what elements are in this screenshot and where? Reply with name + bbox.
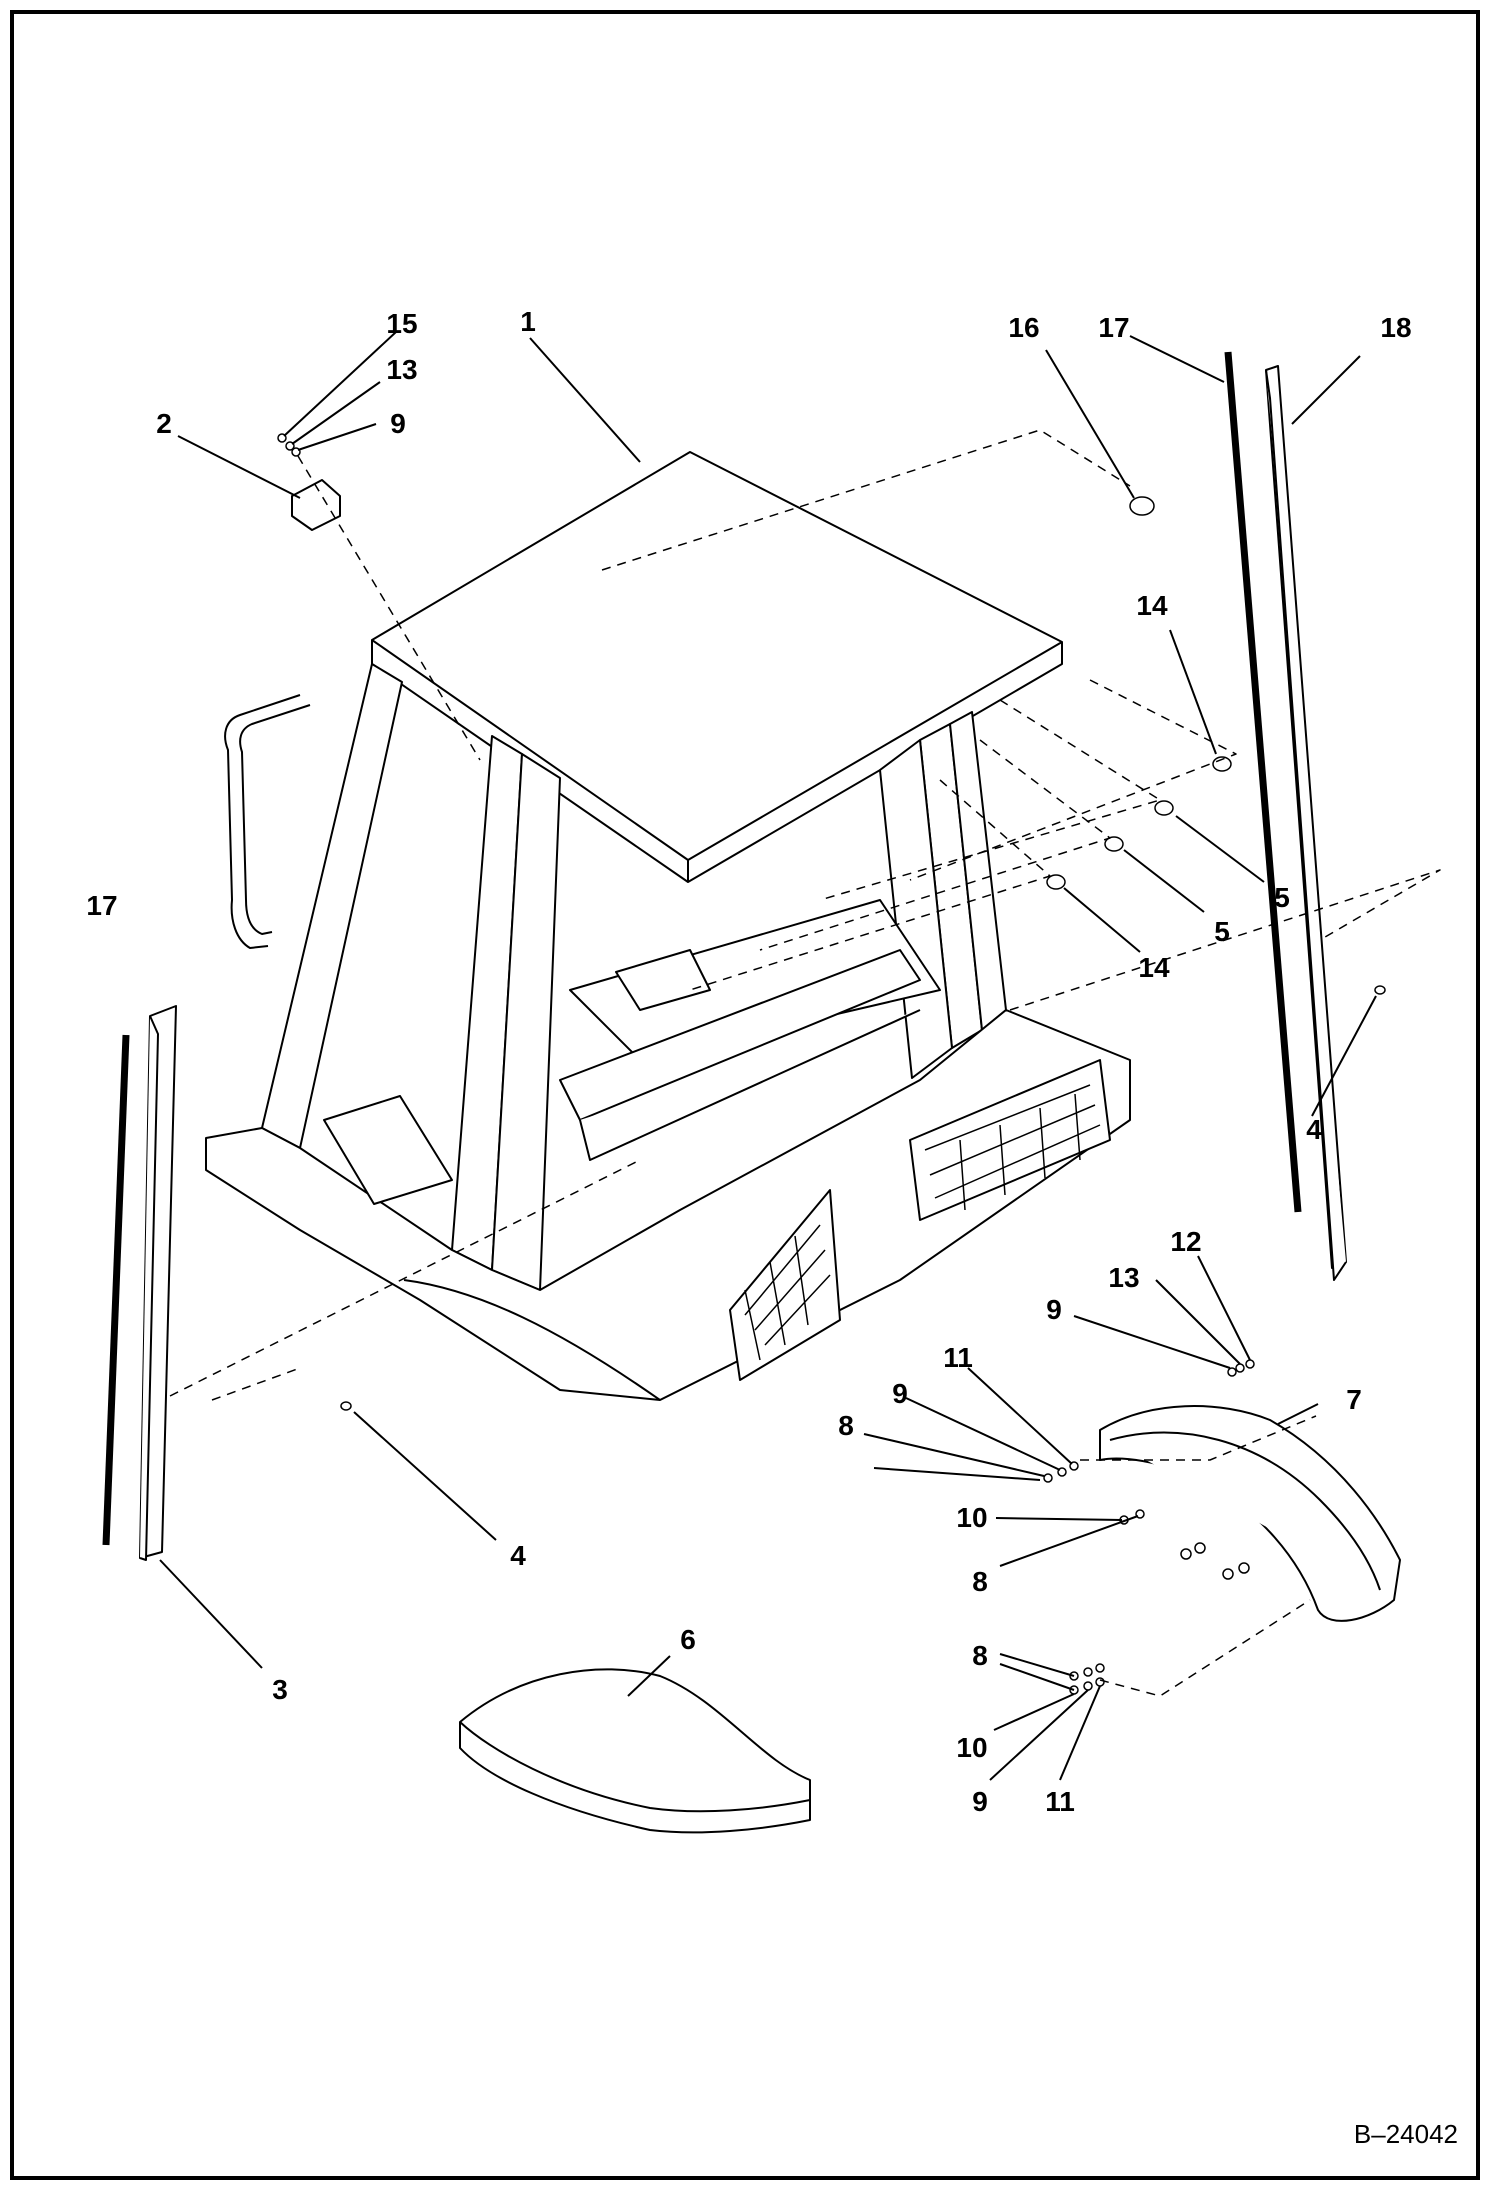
- plate: [291, 479, 341, 531]
- hardware: [277, 433, 1386, 1695]
- callout-2: 2: [156, 408, 172, 439]
- callout-14-lower: 14: [1138, 952, 1170, 983]
- callout-9-middle: 9: [892, 1378, 908, 1409]
- callout-11-lower: 11: [1045, 1786, 1075, 1817]
- callout-18: 18: [1380, 312, 1412, 343]
- window-seal-right: [1224, 351, 1302, 1213]
- callout-17-right: 17: [1098, 312, 1130, 343]
- trim-strip-right: [1265, 365, 1347, 1281]
- callout-13-right: 13: [1108, 1262, 1140, 1293]
- callout-12: 12: [1170, 1226, 1202, 1257]
- fender-right: [1099, 1405, 1401, 1622]
- assembly-lines: [169, 429, 1441, 1697]
- drawing-number: B–24042: [1353, 2119, 1458, 2149]
- step-grate-left: [744, 1224, 831, 1361]
- callout-9-right: 9: [1046, 1294, 1062, 1325]
- callout-9-bottom: 9: [972, 1786, 988, 1817]
- callout-15: 15: [386, 308, 418, 339]
- callout-6: 6: [680, 1624, 696, 1655]
- callout-10-lower: 10: [956, 1732, 988, 1763]
- callout-13-top-left: 13: [386, 354, 418, 385]
- roof-panel: [371, 451, 1063, 883]
- callout-14-upper: 14: [1136, 590, 1168, 621]
- callout-8-upper: 8: [838, 1410, 854, 1441]
- step-grate-right: [924, 1084, 1101, 1211]
- callout-16: 16: [1008, 312, 1040, 343]
- callout-8-middle: 8: [972, 1566, 988, 1597]
- callout-5-lower: 5: [1214, 916, 1230, 947]
- callout-4-left: 4: [510, 1540, 526, 1571]
- callout-10-upper: 10: [956, 1502, 988, 1533]
- callout-11-upper: 11: [943, 1342, 973, 1373]
- front-steps: [729, 1059, 1111, 1381]
- callout-7: 7: [1346, 1384, 1362, 1415]
- grab-handle: [224, 694, 311, 949]
- callout-8-lower: 8: [972, 1640, 988, 1671]
- fender-left: [459, 1668, 811, 1834]
- callout-9-top-left: 9: [390, 408, 406, 439]
- callout-1: 1: [520, 306, 536, 337]
- callout-17-left: 17: [86, 890, 118, 921]
- callout-3: 3: [272, 1674, 288, 1705]
- callout-5-upper: 5: [1274, 882, 1290, 913]
- leader-lines: [159, 331, 1377, 1781]
- window-seal-left: [102, 1034, 130, 1546]
- callout-4-right: 4: [1306, 1114, 1322, 1145]
- trim-strip-left: [139, 1005, 177, 1561]
